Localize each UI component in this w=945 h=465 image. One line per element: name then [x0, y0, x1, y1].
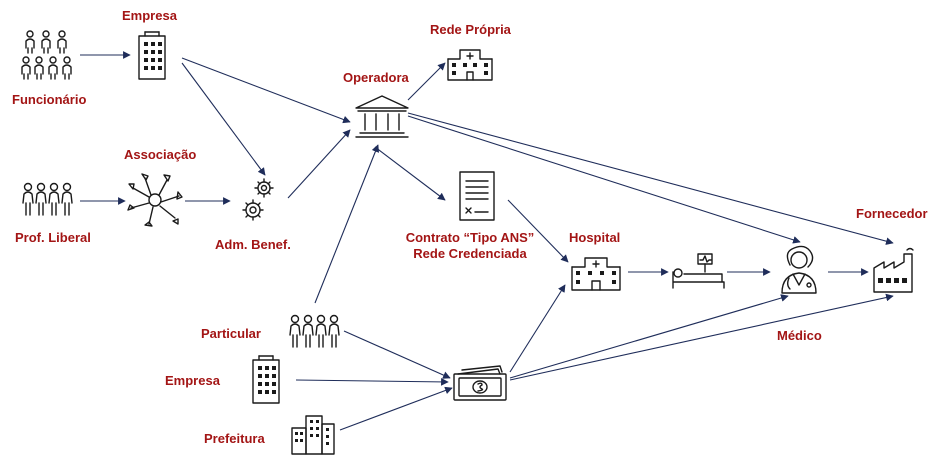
arrow-empresa-operadora — [181, 57, 351, 124]
label-contrato: Contrato “Tipo ANS” Rede Credenciada — [406, 230, 535, 262]
people-group-icon — [21, 30, 72, 80]
label-adm-benef: Adm. Benef. — [215, 237, 291, 252]
arrow-contrato-hospital — [507, 199, 569, 263]
arrow-operadora-redepropria — [407, 62, 446, 101]
office-building-icon — [138, 31, 166, 80]
arrow-operadora-contrato — [374, 146, 446, 201]
label-prefeitura: Prefeitura — [204, 431, 265, 446]
arrow-empresa-money — [295, 378, 449, 386]
gears-icon — [242, 178, 274, 221]
people-group-icon — [22, 182, 73, 216]
label-rede-propria: Rede Própria — [430, 22, 511, 37]
doctor-icon — [781, 245, 817, 294]
label-funcionario: Funcionário — [12, 92, 87, 107]
arrow-empresa-admbenef — [181, 62, 266, 176]
city-buildings-icon — [291, 415, 335, 455]
arrow-operadora-fornecedor — [407, 112, 894, 245]
label-operadora: Operadora — [343, 70, 409, 85]
bank-icon — [355, 95, 409, 138]
label-contrato-line1: Contrato “Tipo ANS” — [405, 230, 535, 245]
label-medico: Médico — [777, 328, 822, 343]
label-associacao: Associação — [124, 147, 197, 162]
hospital-icon — [571, 257, 621, 291]
hospital-icon — [447, 49, 493, 81]
arrow-money-fornecedor — [509, 293, 894, 381]
connector-arrows — [80, 51, 894, 431]
label-particular: Particular — [201, 326, 261, 341]
arrow-money-hospital — [509, 284, 566, 373]
label-contrato-line2: Rede Credenciada — [413, 246, 527, 261]
money-icon — [453, 365, 507, 401]
label-empresa-bottom: Empresa — [165, 373, 220, 388]
label-fornecedor: Fornecedor — [856, 206, 928, 221]
people-group-icon — [289, 314, 340, 348]
contract-icon — [459, 171, 495, 221]
arrow-particular-money — [343, 330, 451, 379]
label-prof-liberal: Prof. Liberal — [15, 230, 91, 245]
office-building-icon — [252, 355, 280, 404]
arrow-money-medico — [509, 294, 789, 379]
patient-bed-icon — [672, 253, 725, 289]
factory-icon — [873, 247, 914, 293]
arrow-prefeitura-money — [339, 386, 453, 431]
team-hands-icon — [127, 173, 183, 227]
label-empresa-top: Empresa — [122, 8, 177, 23]
arrow-admbenef-operadora — [287, 129, 351, 199]
label-hospital: Hospital — [569, 230, 621, 245]
arrow-operadora-medico — [407, 115, 801, 244]
arrow-particular-operadora — [314, 144, 380, 304]
